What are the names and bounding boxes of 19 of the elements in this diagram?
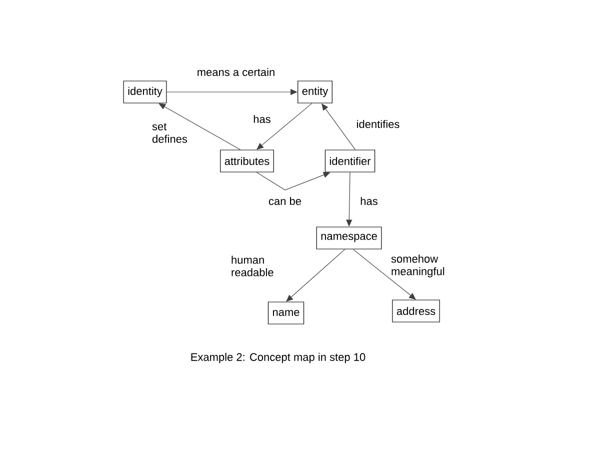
arrow <box>256 172 330 190</box>
concept-box: namespace <box>316 226 382 250</box>
edge-label: human readable <box>232 256 274 276</box>
concept-box: identifier <box>324 150 376 172</box>
caption: Example 2: Concept map in step 10 <box>191 352 366 364</box>
concept-box: entity <box>298 80 332 104</box>
concept-box: attributes <box>220 150 274 172</box>
concept-box: identity <box>123 80 167 104</box>
concept-box: name <box>268 302 304 324</box>
edge-label: set defines <box>152 123 188 143</box>
concept-box: address <box>392 300 440 322</box>
edge-label: somehow meaningful <box>391 254 444 278</box>
edge-label: identifies <box>357 120 400 128</box>
arrow <box>256 103 312 150</box>
edge-label: has <box>254 114 270 124</box>
arrow <box>352 249 416 300</box>
edge-label: has <box>360 196 378 206</box>
edge-label: means a certain <box>198 68 274 76</box>
edge-label: can be <box>268 196 302 206</box>
